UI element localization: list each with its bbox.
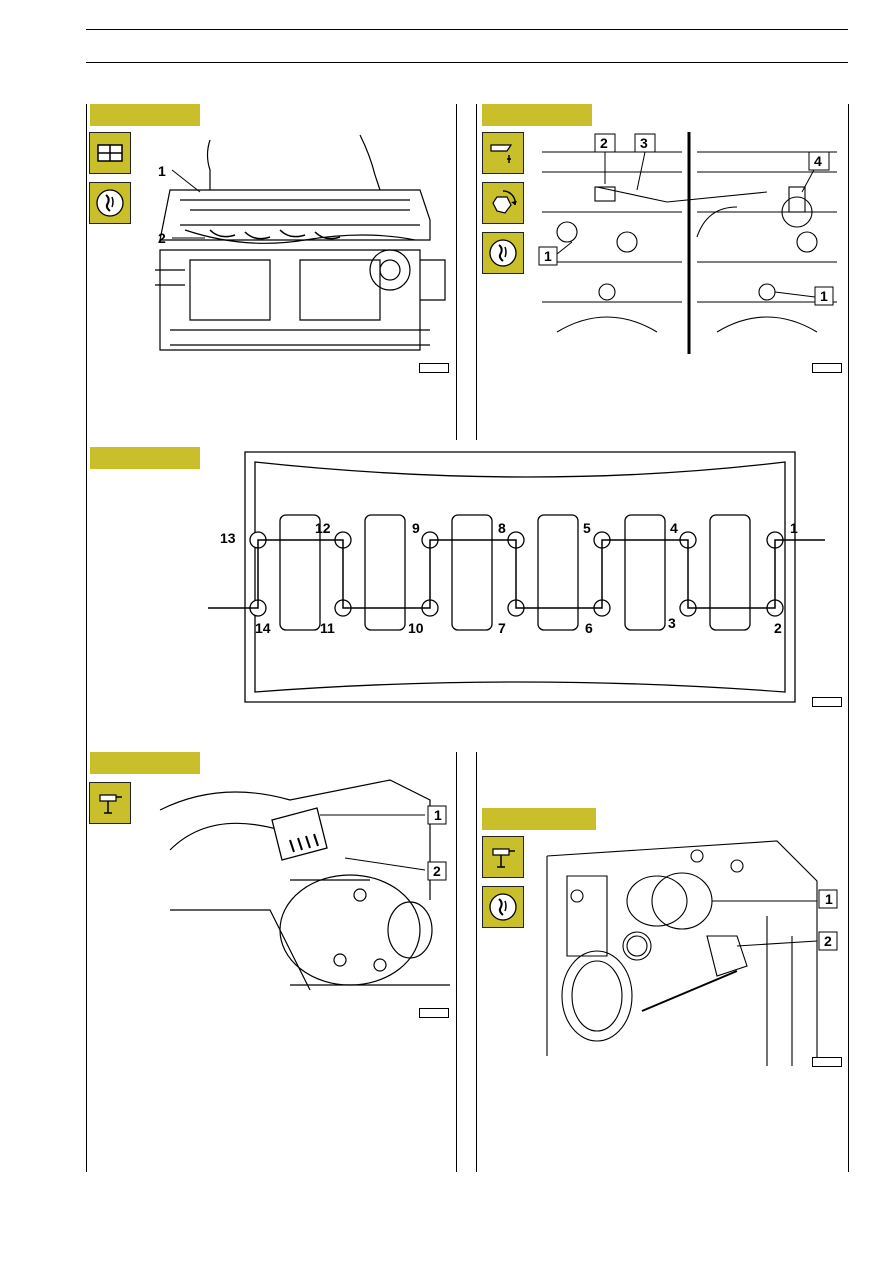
clearance-measurement-drawing: 1 2: [159, 779, 450, 991]
measure-icon: [89, 782, 131, 824]
callout-2: 2: [600, 135, 608, 151]
figure-tab-5: [482, 808, 596, 830]
figure-tab-2: [482, 104, 592, 126]
bolt-3: 3: [668, 615, 676, 631]
column-divider-top: [456, 104, 457, 440]
bolt-6: 6: [585, 620, 593, 636]
callout-3: 3: [640, 135, 648, 151]
bolt-7: 7: [498, 620, 506, 636]
angle-tighten-icon: [482, 182, 524, 224]
figure-reference-box-3: [812, 697, 842, 707]
header-rule-bottom: [86, 62, 848, 63]
bolt-13: 13: [220, 530, 236, 546]
callout-2: 2: [158, 230, 166, 246]
callout-1: 1: [434, 807, 442, 823]
callout-1: 1: [544, 248, 552, 264]
callout-1: 1: [158, 163, 166, 179]
figure-tab-4: [90, 752, 200, 774]
measure-icon-2: [482, 836, 524, 878]
right-margin-rule: [848, 104, 849, 1172]
column-divider-bottom: [456, 752, 457, 1172]
column-divider-bottom-2: [476, 752, 477, 1172]
bolt-1: 1: [790, 520, 798, 536]
callout-2: 2: [824, 933, 832, 949]
bolt-2: 2: [774, 620, 782, 636]
bolt-9: 9: [412, 520, 420, 536]
figure-reference-box-5: [812, 1057, 842, 1067]
callout-2: 2: [433, 863, 441, 879]
column-divider-top-2: [476, 104, 477, 440]
crankcase-lifting-drawing: 1 2: [155, 134, 446, 351]
bolt-12: 12: [315, 520, 331, 536]
header-rule-top: [86, 29, 848, 30]
tighten-icon: [482, 132, 524, 174]
bolt-8: 8: [498, 520, 506, 536]
callout-4: 4: [814, 153, 822, 169]
figure-reference-box-2: [812, 363, 842, 373]
callout-1b: 1: [820, 288, 828, 304]
lubricate-icon-3: [482, 886, 524, 928]
bolt-tightening-sequence-drawing: 13 12 9 8 5 4 1 14 11 10 7 6 3 2: [208, 451, 825, 703]
main-bearing-tightening-drawing: 2 3 1 4 1: [538, 132, 837, 354]
bolt-11: 11: [320, 620, 335, 636]
bolt-14: 14: [255, 620, 271, 636]
assembly-grid-icon: [89, 132, 131, 174]
bolt-5: 5: [583, 520, 591, 536]
figure-reference-box-4: [419, 1008, 449, 1018]
bolt-10: 10: [408, 620, 424, 636]
left-margin-rule: [86, 104, 87, 1172]
figure-reference-box: [419, 363, 449, 373]
lubricate-icon: [89, 182, 131, 224]
figure-tab-1: [90, 104, 200, 126]
figure-tab-3: [90, 447, 200, 469]
bolt-4: 4: [670, 520, 678, 536]
callout-1: 1: [825, 891, 833, 907]
crankshaft-end-float-drawing: 1 2: [546, 840, 838, 1066]
lubricate-icon-2: [482, 232, 524, 274]
